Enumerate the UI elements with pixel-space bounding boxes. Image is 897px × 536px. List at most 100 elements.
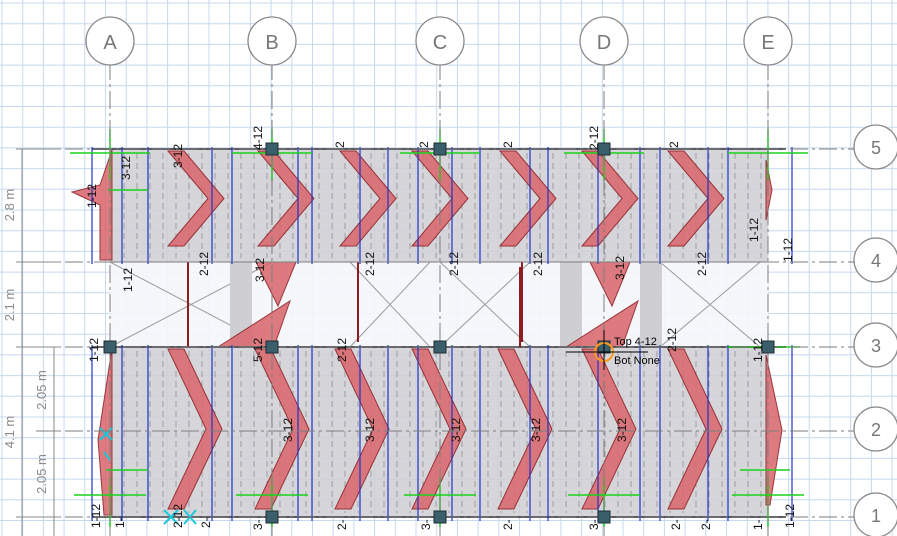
rebar-label: 2-12 bbox=[363, 252, 377, 276]
rebar-label: 2-12 bbox=[695, 252, 709, 276]
grid-bubble-a: A bbox=[85, 16, 135, 66]
grid-bubble-circle bbox=[415, 16, 465, 66]
grid-bubble-label: 5 bbox=[871, 138, 881, 158]
support-marker bbox=[99, 427, 113, 461]
rebar-label: 3-12 bbox=[613, 256, 627, 280]
rebar-label: 3-12 bbox=[253, 258, 267, 282]
opening-cross-line bbox=[349, 261, 431, 348]
column-marker[interactable] bbox=[265, 340, 279, 354]
rebar-label: 2-12 bbox=[587, 126, 601, 150]
rebar-label: 3-12 bbox=[449, 418, 463, 442]
dimension-lines: 2.8 m2.1 m4.1 m2.05 m2.05 m bbox=[2, 148, 60, 536]
column-marker[interactable] bbox=[433, 142, 447, 156]
grid-bubble-circle bbox=[247, 16, 297, 66]
rebar-label: 2 bbox=[417, 141, 431, 148]
rebar-label: 1-12 bbox=[121, 268, 135, 292]
grid-bubble-circle bbox=[743, 16, 793, 66]
moment-diagram-span-3-1 bbox=[667, 348, 723, 510]
rebar-label: 3-12 bbox=[281, 418, 295, 442]
rebar-label: 2-12 bbox=[197, 252, 211, 276]
rebar-label: 2- bbox=[199, 517, 213, 528]
rebar-label: 2-12 bbox=[447, 252, 461, 276]
rebar-label: 3- bbox=[251, 519, 265, 530]
rebar-label: 1-12 bbox=[85, 184, 99, 208]
rebar-label: 2-12 bbox=[335, 338, 349, 362]
grid-bubble-circle bbox=[853, 322, 897, 368]
moment-diagram-span-5-4 bbox=[338, 150, 397, 247]
rebar-label: 1- bbox=[751, 519, 765, 530]
moment-diagram-span-3-1 bbox=[167, 348, 223, 510]
dimension-text-outer: 2.1 m bbox=[2, 289, 17, 322]
moment-diagram-span-5-4 bbox=[166, 150, 225, 247]
cursor-marker bbox=[566, 330, 648, 370]
dimension-text-inner: 2.05 m bbox=[34, 370, 49, 410]
rebar-label: 5-12 bbox=[251, 338, 265, 362]
rebar-label: 3- bbox=[587, 519, 601, 530]
column-marker[interactable] bbox=[597, 142, 611, 156]
rebar-label: 1-12 bbox=[89, 504, 103, 528]
rebar-label: 3-12 bbox=[119, 156, 133, 180]
grid-bubble-label: A bbox=[103, 32, 117, 54]
column-marker[interactable] bbox=[597, 510, 611, 524]
rebar-label: 2-12 bbox=[531, 252, 545, 276]
rebar-label: 2- bbox=[669, 519, 683, 530]
grid-bubble-circle bbox=[85, 16, 135, 66]
grid-bubble-circle bbox=[853, 492, 897, 536]
column-marker[interactable] bbox=[433, 340, 447, 354]
rebar-label: 3-12 bbox=[171, 144, 185, 168]
moment-diagrams bbox=[70, 149, 783, 516]
column-marker[interactable] bbox=[761, 340, 775, 354]
rebar-label: 2- bbox=[501, 519, 515, 530]
rebar-label: 2- bbox=[335, 519, 349, 530]
grid-bubble-e: E bbox=[743, 16, 793, 66]
moment-diagram-span-3-1 bbox=[411, 348, 467, 510]
corridor-rib bbox=[230, 262, 252, 347]
moment-edge-a-top bbox=[70, 149, 113, 261]
grid-bubble-2: 2 bbox=[853, 406, 897, 452]
moment-diagram-span-3-1 bbox=[334, 348, 390, 510]
tooltip-bottom-text: Bot None bbox=[614, 355, 660, 367]
grid-bubble-1: 1 bbox=[853, 492, 897, 536]
grid-bubble-3: 3 bbox=[853, 322, 897, 368]
rebar-label: 4-12 bbox=[251, 126, 265, 150]
grid-bubble-label: C bbox=[433, 32, 447, 54]
grid-bubble-label: 1 bbox=[871, 506, 881, 526]
grid-bubble-b: B bbox=[247, 16, 297, 66]
rebar-label: 3-12 bbox=[615, 418, 629, 442]
grid-bubble-d: D bbox=[579, 16, 629, 66]
column-marker[interactable] bbox=[265, 142, 279, 156]
grid-bubble-circle bbox=[853, 406, 897, 452]
grid-bubble-circle bbox=[853, 237, 897, 283]
rebar-label: 1-12 bbox=[87, 338, 101, 362]
grid-bubble-circle bbox=[579, 16, 629, 66]
moment-diagram-span-5-4 bbox=[498, 150, 557, 247]
grid-bubble-circle bbox=[853, 124, 897, 170]
rebar-label: 1-12 bbox=[781, 238, 795, 262]
rebar-label: 2-12 bbox=[171, 504, 185, 528]
corridor-rib bbox=[640, 262, 662, 347]
rebar-label: 3- bbox=[419, 519, 433, 530]
support-marker bbox=[163, 509, 197, 525]
rebar-label: 2-12 bbox=[665, 328, 679, 352]
grid-bubble-label: B bbox=[265, 32, 278, 54]
grid-bubble-label: 3 bbox=[871, 336, 881, 356]
dimension-text-outer: 4.1 m bbox=[2, 416, 17, 449]
grid-bubble-label: 2 bbox=[871, 420, 881, 440]
rebar-tooltip: Top 4-12 Bot None bbox=[614, 333, 660, 371]
column-marker[interactable] bbox=[103, 340, 117, 354]
grid-bubble-4: 4 bbox=[853, 237, 897, 283]
grid-bubbles: A B C D E 5 4 3 2 1 bbox=[85, 16, 897, 536]
rebar-label: 2 bbox=[333, 141, 347, 148]
rebar-label: 1- bbox=[113, 517, 127, 528]
rebar-label: 2- bbox=[699, 519, 713, 530]
rebar-label: 2 bbox=[501, 141, 515, 148]
tooltip-top-text: Top 4-12 bbox=[614, 336, 657, 348]
column-marker[interactable] bbox=[433, 510, 447, 524]
corridor-rib bbox=[560, 262, 582, 347]
column-marker[interactable] bbox=[265, 510, 279, 524]
rebar-label: 3-12 bbox=[529, 418, 543, 442]
grid-bubble-5: 5 bbox=[853, 124, 897, 170]
